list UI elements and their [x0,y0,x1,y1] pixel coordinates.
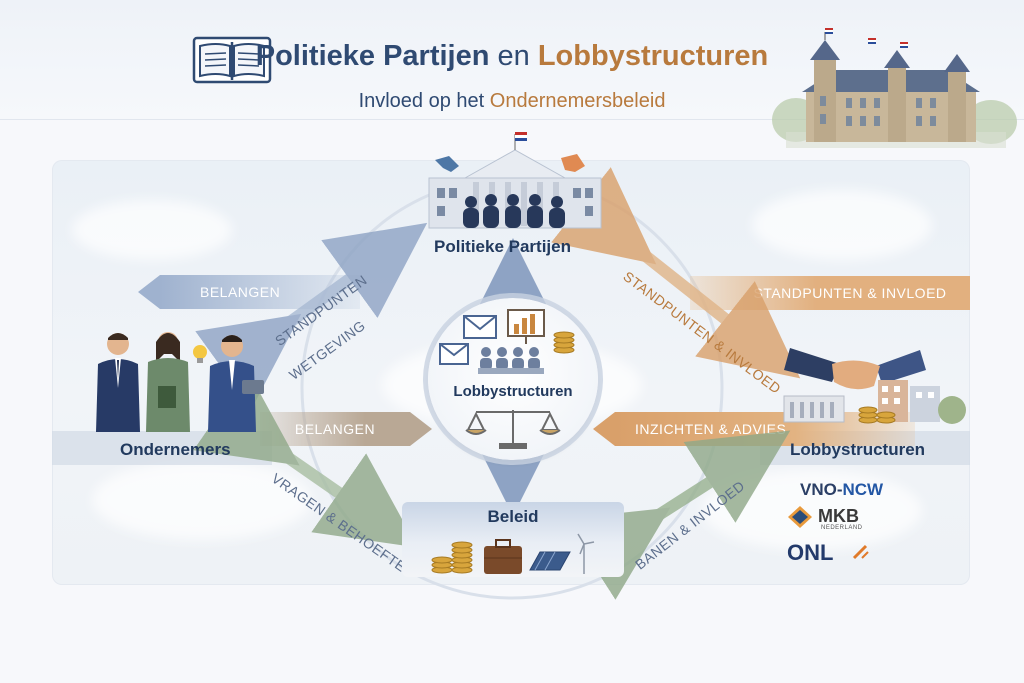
onl-logo: ONL [787,540,834,565]
arrow-lobby-to-beleid [563,430,791,600]
businesswoman-icon [146,332,190,432]
center-lobby-icons [439,309,575,449]
mkb-nederland-sub: NEDERLAND [821,525,863,531]
open-book-icon [192,36,272,84]
arrow-ondernemers-to-partijen [195,222,428,410]
mkb-logo: MKB [818,506,859,526]
vno-ncw-logo: VNO-NCW [800,480,884,499]
flag-icons [824,28,908,48]
handshake-icon [784,348,926,390]
solar-panel-icon [529,551,571,571]
arrow-ondernemers-to-beleid [193,371,418,548]
businessman-left-icon [96,333,140,432]
entrepreneurs-illustration [96,332,264,432]
puzzle-piece-blue-icon [435,156,459,172]
scales-of-justice-icon [465,410,561,449]
parliament-building-illustration [428,132,602,229]
binnenhof-castle-illustration [772,28,1017,148]
node-beleid: Beleid [487,507,539,526]
handshake-buildings-illustration [783,348,966,424]
politicians-group-icon [463,194,565,228]
page-subtitle: Invloed op het Ondernemersbeleid [358,90,666,112]
wind-turbine-icon [577,533,595,574]
presentation-chart-icon [507,309,545,344]
onl-spark-icon [852,544,869,560]
header: Politieke Partijen en Lobbystructuren In… [0,0,1024,148]
coins-stack-icon [431,541,473,574]
email-icon [463,315,497,339]
node-lobbystructuren-right: Lobbystructuren [790,440,926,459]
node-politieke-partijen: Politieke Partijen [434,237,571,256]
email-icon-2 [439,343,469,365]
node-ondernemers: Ondernemers [120,440,231,459]
node-lobbystructuren-center: Lobbystructuren [453,383,573,400]
beleid-icons [431,533,595,574]
tablet-icon [242,380,264,394]
puzzle-piece-orange-icon [561,154,585,172]
mkb-diamond-icon [788,506,812,528]
coins-icon [858,406,896,424]
briefcase-icon [484,539,522,574]
lightbulb-icon [193,345,207,363]
page-title: Politieke Partijen en Lobbystructuren [255,40,769,72]
coins-stack-icon [553,331,575,354]
arrow-partijen-to-lobby [551,167,801,379]
office-buildings-icon [783,380,966,424]
meeting-people-icon [478,347,544,374]
businessman-right-icon [208,335,264,432]
